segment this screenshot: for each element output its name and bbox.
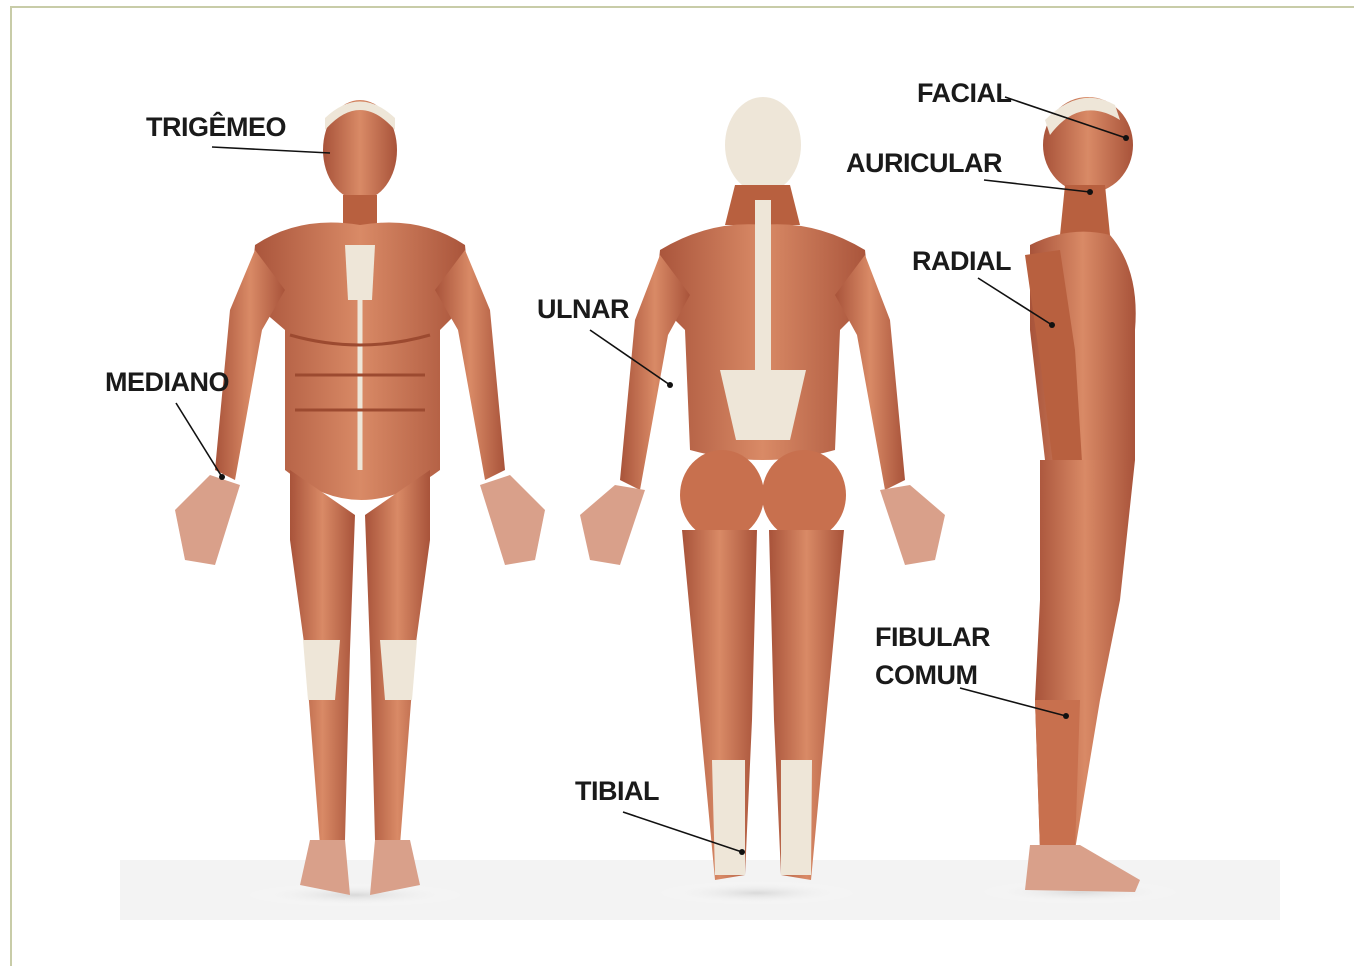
- svg-text:FACIAL: FACIAL: [917, 78, 1012, 108]
- label-trigemeo: TRIGÊMEO: [146, 111, 330, 153]
- label-mediano: MEDIANO: [105, 367, 229, 480]
- svg-text:ULNAR: ULNAR: [537, 294, 629, 324]
- svg-text:AURICULAR: AURICULAR: [846, 148, 1002, 178]
- front-view-figure: [175, 100, 545, 895]
- svg-text:MEDIANO: MEDIANO: [105, 367, 229, 397]
- svg-text:TIBIAL: TIBIAL: [575, 776, 659, 806]
- svg-text:FIBULAR: FIBULAR: [875, 622, 990, 652]
- svg-text:TRIGÊMEO: TRIGÊMEO: [146, 111, 286, 142]
- side-view-figure: [1025, 97, 1140, 892]
- svg-text:COMUM: COMUM: [875, 660, 977, 690]
- svg-text:RADIAL: RADIAL: [912, 246, 1011, 276]
- back-view-figure: [580, 97, 945, 880]
